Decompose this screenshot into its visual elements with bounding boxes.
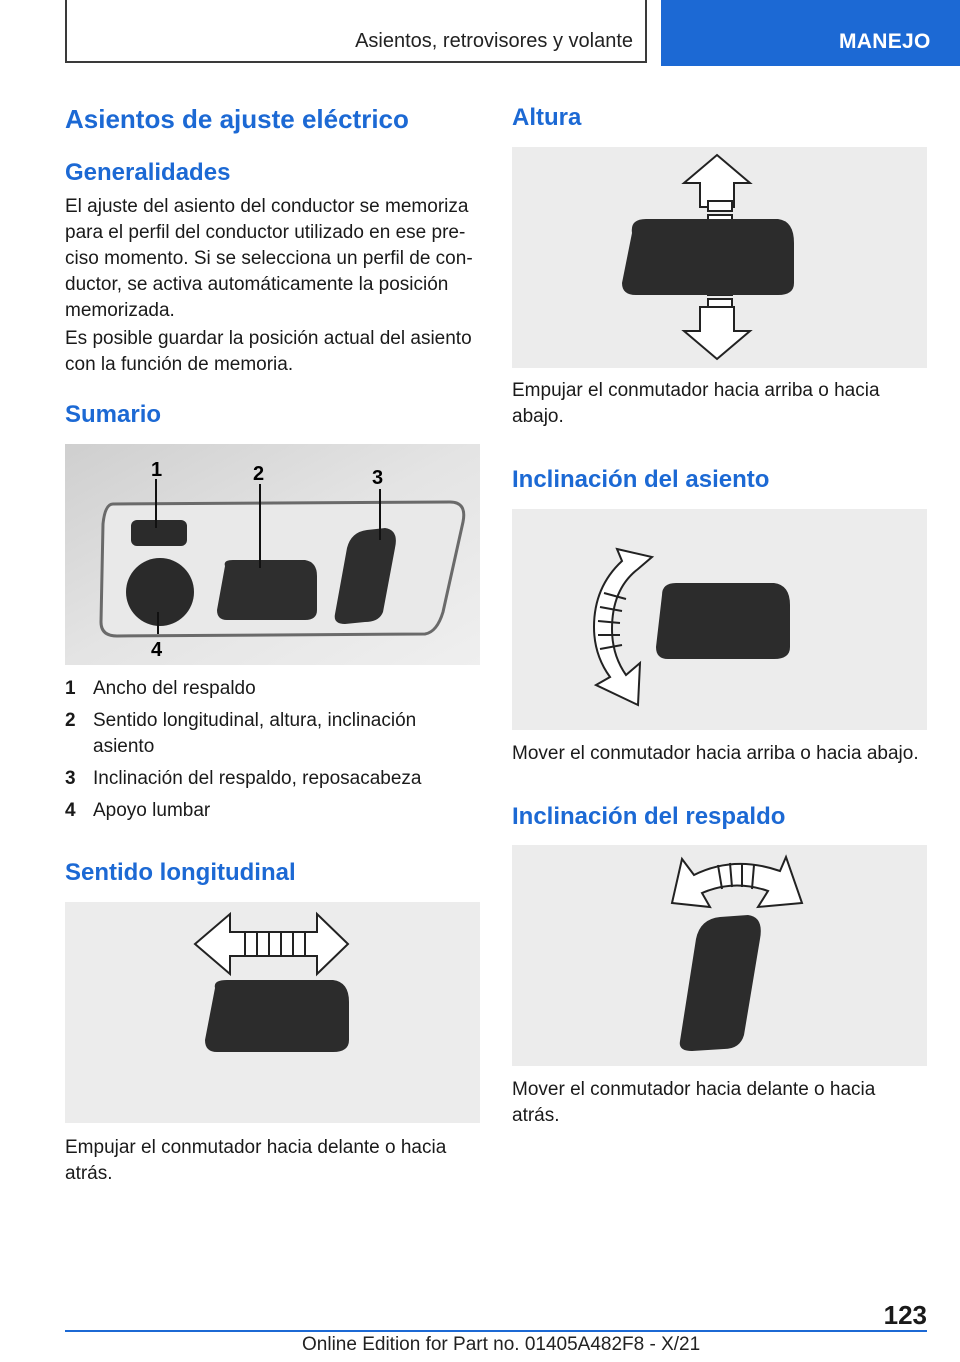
- backrest-tilt-heading: Inclinación del respaldo: [512, 803, 786, 830]
- longitudinal-figure: [65, 902, 480, 1123]
- backrest-tilt-caption: Mover el conmutador hacia delante o haci…: [512, 1079, 876, 1126]
- list-item: 1 Ancho del respaldo: [65, 676, 480, 702]
- list-item-number: 4: [65, 800, 76, 821]
- backrest-tilt-illustration: [512, 845, 927, 1066]
- longitudinal-heading: Sentido longitudinal: [65, 859, 296, 886]
- backrest-switch: [679, 915, 761, 1051]
- longitudinal-caption: Empujar el conmutador hacia delante o ha…: [65, 1137, 447, 1184]
- seat-switch: [217, 560, 317, 620]
- curved-arrow-icon: [592, 547, 655, 707]
- list-item-number: 1: [65, 678, 76, 699]
- summary-heading: Sumario: [65, 401, 162, 428]
- callout-3: 3: [372, 467, 383, 489]
- list-item-number: 3: [65, 768, 76, 789]
- seat-switch: [622, 219, 794, 295]
- running-header: Asientos, retrovisores y volante: [65, 0, 647, 63]
- lumbar-support-knob: [126, 558, 194, 626]
- list-item: 3 Inclinación del respaldo, reposacabeza: [65, 766, 480, 792]
- seat-tilt-heading: Inclinación del asiento: [512, 466, 770, 493]
- section-title: Asientos, retrovisores y volante: [355, 30, 633, 52]
- list-item-text: Apoyo lumbar: [93, 800, 211, 821]
- general-heading: Generalidades: [65, 159, 231, 186]
- seat-tilt-figure: [512, 509, 927, 730]
- curved-double-arrow-icon: [670, 854, 804, 909]
- arrow-down-icon: [681, 306, 753, 361]
- callout-4: 4: [151, 639, 163, 661]
- double-arrow-horizontal-icon: [193, 911, 350, 977]
- list-item-number: 2: [65, 710, 76, 731]
- seat-controls-illustration: 1 2 3 4: [65, 444, 480, 665]
- page-number: 123: [883, 1300, 927, 1330]
- list-item: 4 Apoyo lumbar: [65, 798, 480, 824]
- height-heading: Altura: [512, 104, 582, 131]
- list-item-text: Ancho del respaldo: [93, 678, 256, 699]
- seat-tilt-caption: Mover el conmutador hacia arriba o hacia…: [512, 743, 919, 764]
- list-item-text: Inclinación del respaldo, reposacabeza: [93, 768, 422, 789]
- seat-switch: [205, 980, 349, 1052]
- footer-divider: [65, 1330, 927, 1332]
- seat-tilt-illustration: [512, 509, 927, 730]
- height-figure: [512, 147, 927, 368]
- list-item: 2 Sentido longitudinal, altura, inclinac…: [65, 708, 480, 760]
- list-item-text: Sentido longitudinal, altura, inclinació…: [93, 710, 417, 757]
- longitudinal-illustration: [65, 902, 480, 1123]
- main-heading: Asientos de ajuste eléctrico: [65, 104, 409, 134]
- general-paragraph-2: Es posible guardar la posición actual de…: [65, 328, 472, 375]
- edition-text: Online Edition for Part no. 01405A482F8 …: [302, 1334, 701, 1355]
- backrest-width-button: [131, 520, 187, 546]
- general-paragraph-1: El ajuste del asiento del conductor se m…: [65, 196, 473, 321]
- height-caption: Empujar el conmutador hacia arriba o hac…: [512, 380, 880, 427]
- summary-figure: 1 2 3 4: [65, 444, 480, 665]
- backrest-tilt-figure: [512, 845, 927, 1066]
- chapter-tab[interactable]: MANEJO: [661, 0, 960, 66]
- chapter-tab-label: MANEJO: [839, 30, 931, 53]
- callout-2: 2: [253, 463, 264, 485]
- height-illustration: [512, 147, 927, 368]
- summary-list: 1 Ancho del respaldo 2 Sentido longitudi…: [65, 676, 480, 830]
- callout-1: 1: [151, 459, 162, 481]
- seat-switch: [656, 583, 790, 659]
- backrest-switch: [334, 528, 396, 624]
